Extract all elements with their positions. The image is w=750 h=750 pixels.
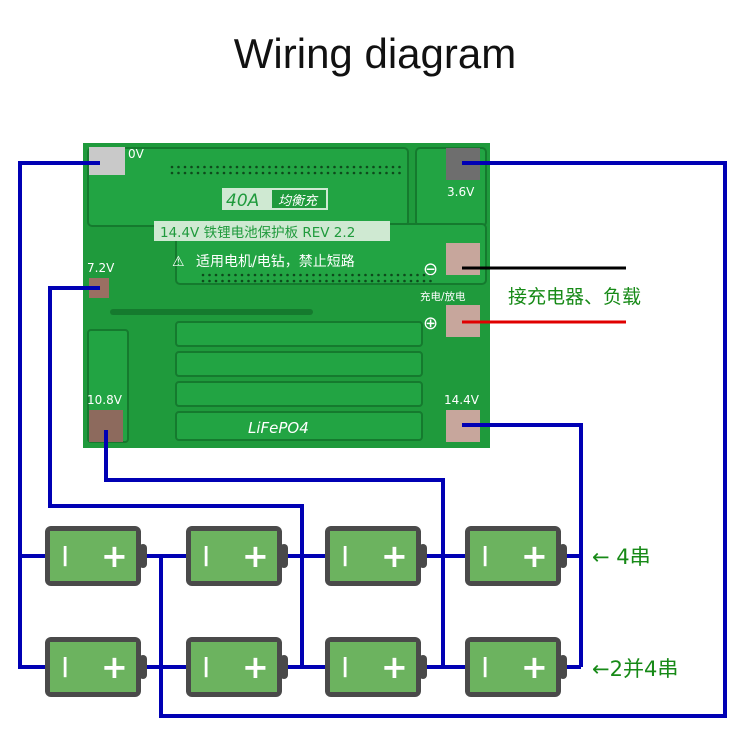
board-warning: 适用电机/电钻，禁止短路 (196, 254, 355, 270)
label-10-8v: 10.8V (87, 393, 123, 407)
battery-terminal (559, 544, 567, 568)
label-7-2v: 7.2V (87, 261, 115, 275)
battery-cell: I+ (325, 637, 427, 697)
battery-plus-icon: + (381, 648, 408, 686)
battery-terminal (419, 544, 427, 568)
battery-cells: I+I+I+I+I+I+I+I+ (45, 526, 567, 697)
pad-negative (446, 243, 480, 275)
positive-symbol-icon: ⊕ (423, 313, 438, 334)
wire-3-6v (159, 161, 727, 718)
battery-terminal (280, 655, 288, 679)
battery-minus-icon: I (481, 540, 489, 573)
battery-plus-icon: + (101, 537, 128, 575)
label-0v: 0V (128, 147, 145, 161)
battery-cell: I+ (465, 526, 567, 586)
battery-minus-icon: I (341, 540, 349, 573)
battery-minus-icon: I (481, 651, 489, 684)
label-charge-discharge: 充电/放电 (420, 290, 466, 303)
battery-cell: I+ (186, 637, 288, 697)
label-3-6v: 3.6V (447, 185, 475, 199)
battery-plus-icon: + (101, 648, 128, 686)
label-14-4v: 14.4V (444, 393, 480, 407)
battery-terminal (559, 655, 567, 679)
battery-terminal (139, 544, 147, 568)
battery-plus-icon: + (521, 648, 548, 686)
board-chemistry: LiFePO4 (248, 419, 309, 437)
battery-minus-icon: I (202, 651, 210, 684)
battery-cell: I+ (45, 526, 147, 586)
battery-terminal (280, 544, 288, 568)
battery-plus-icon: + (521, 537, 548, 575)
diagram-title: Wiring diagram (233, 30, 517, 77)
row-label-series: ← 4串 (592, 545, 651, 569)
wire-14-4v (462, 423, 583, 556)
warning-icon: ⚠ (172, 254, 185, 270)
wire-7-2v (48, 286, 304, 556)
row-label-parallel: ←2并4串 (592, 657, 678, 681)
wire-parallel-neg (18, 556, 45, 669)
badge-balance: 均衡充 (278, 194, 319, 209)
battery-minus-icon: I (341, 651, 349, 684)
battery-plus-icon: + (242, 537, 269, 575)
battery-cell: I+ (45, 637, 147, 697)
protection-board: 40A 均衡充 14.4V 铁锂电池保护板 REV 2.2 ⚠ 适用电机/电钻，… (83, 143, 490, 448)
battery-minus-icon: I (61, 540, 69, 573)
load-label: 接充电器、负载 (508, 286, 641, 308)
negative-symbol-icon: ⊖ (423, 259, 438, 280)
battery-minus-icon: I (202, 540, 210, 573)
wire-10-8v (104, 430, 445, 556)
battery-minus-icon: I (61, 651, 69, 684)
battery-cell: I+ (465, 637, 567, 697)
battery-plus-icon: + (242, 648, 269, 686)
battery-terminal (139, 655, 147, 679)
battery-cell: I+ (325, 526, 427, 586)
badge-current: 40A (226, 191, 259, 211)
battery-terminal (419, 655, 427, 679)
board-model-line: 14.4V 铁锂电池保护板 REV 2.2 (160, 225, 355, 241)
battery-plus-icon: + (381, 537, 408, 575)
battery-cell: I+ (186, 526, 288, 586)
